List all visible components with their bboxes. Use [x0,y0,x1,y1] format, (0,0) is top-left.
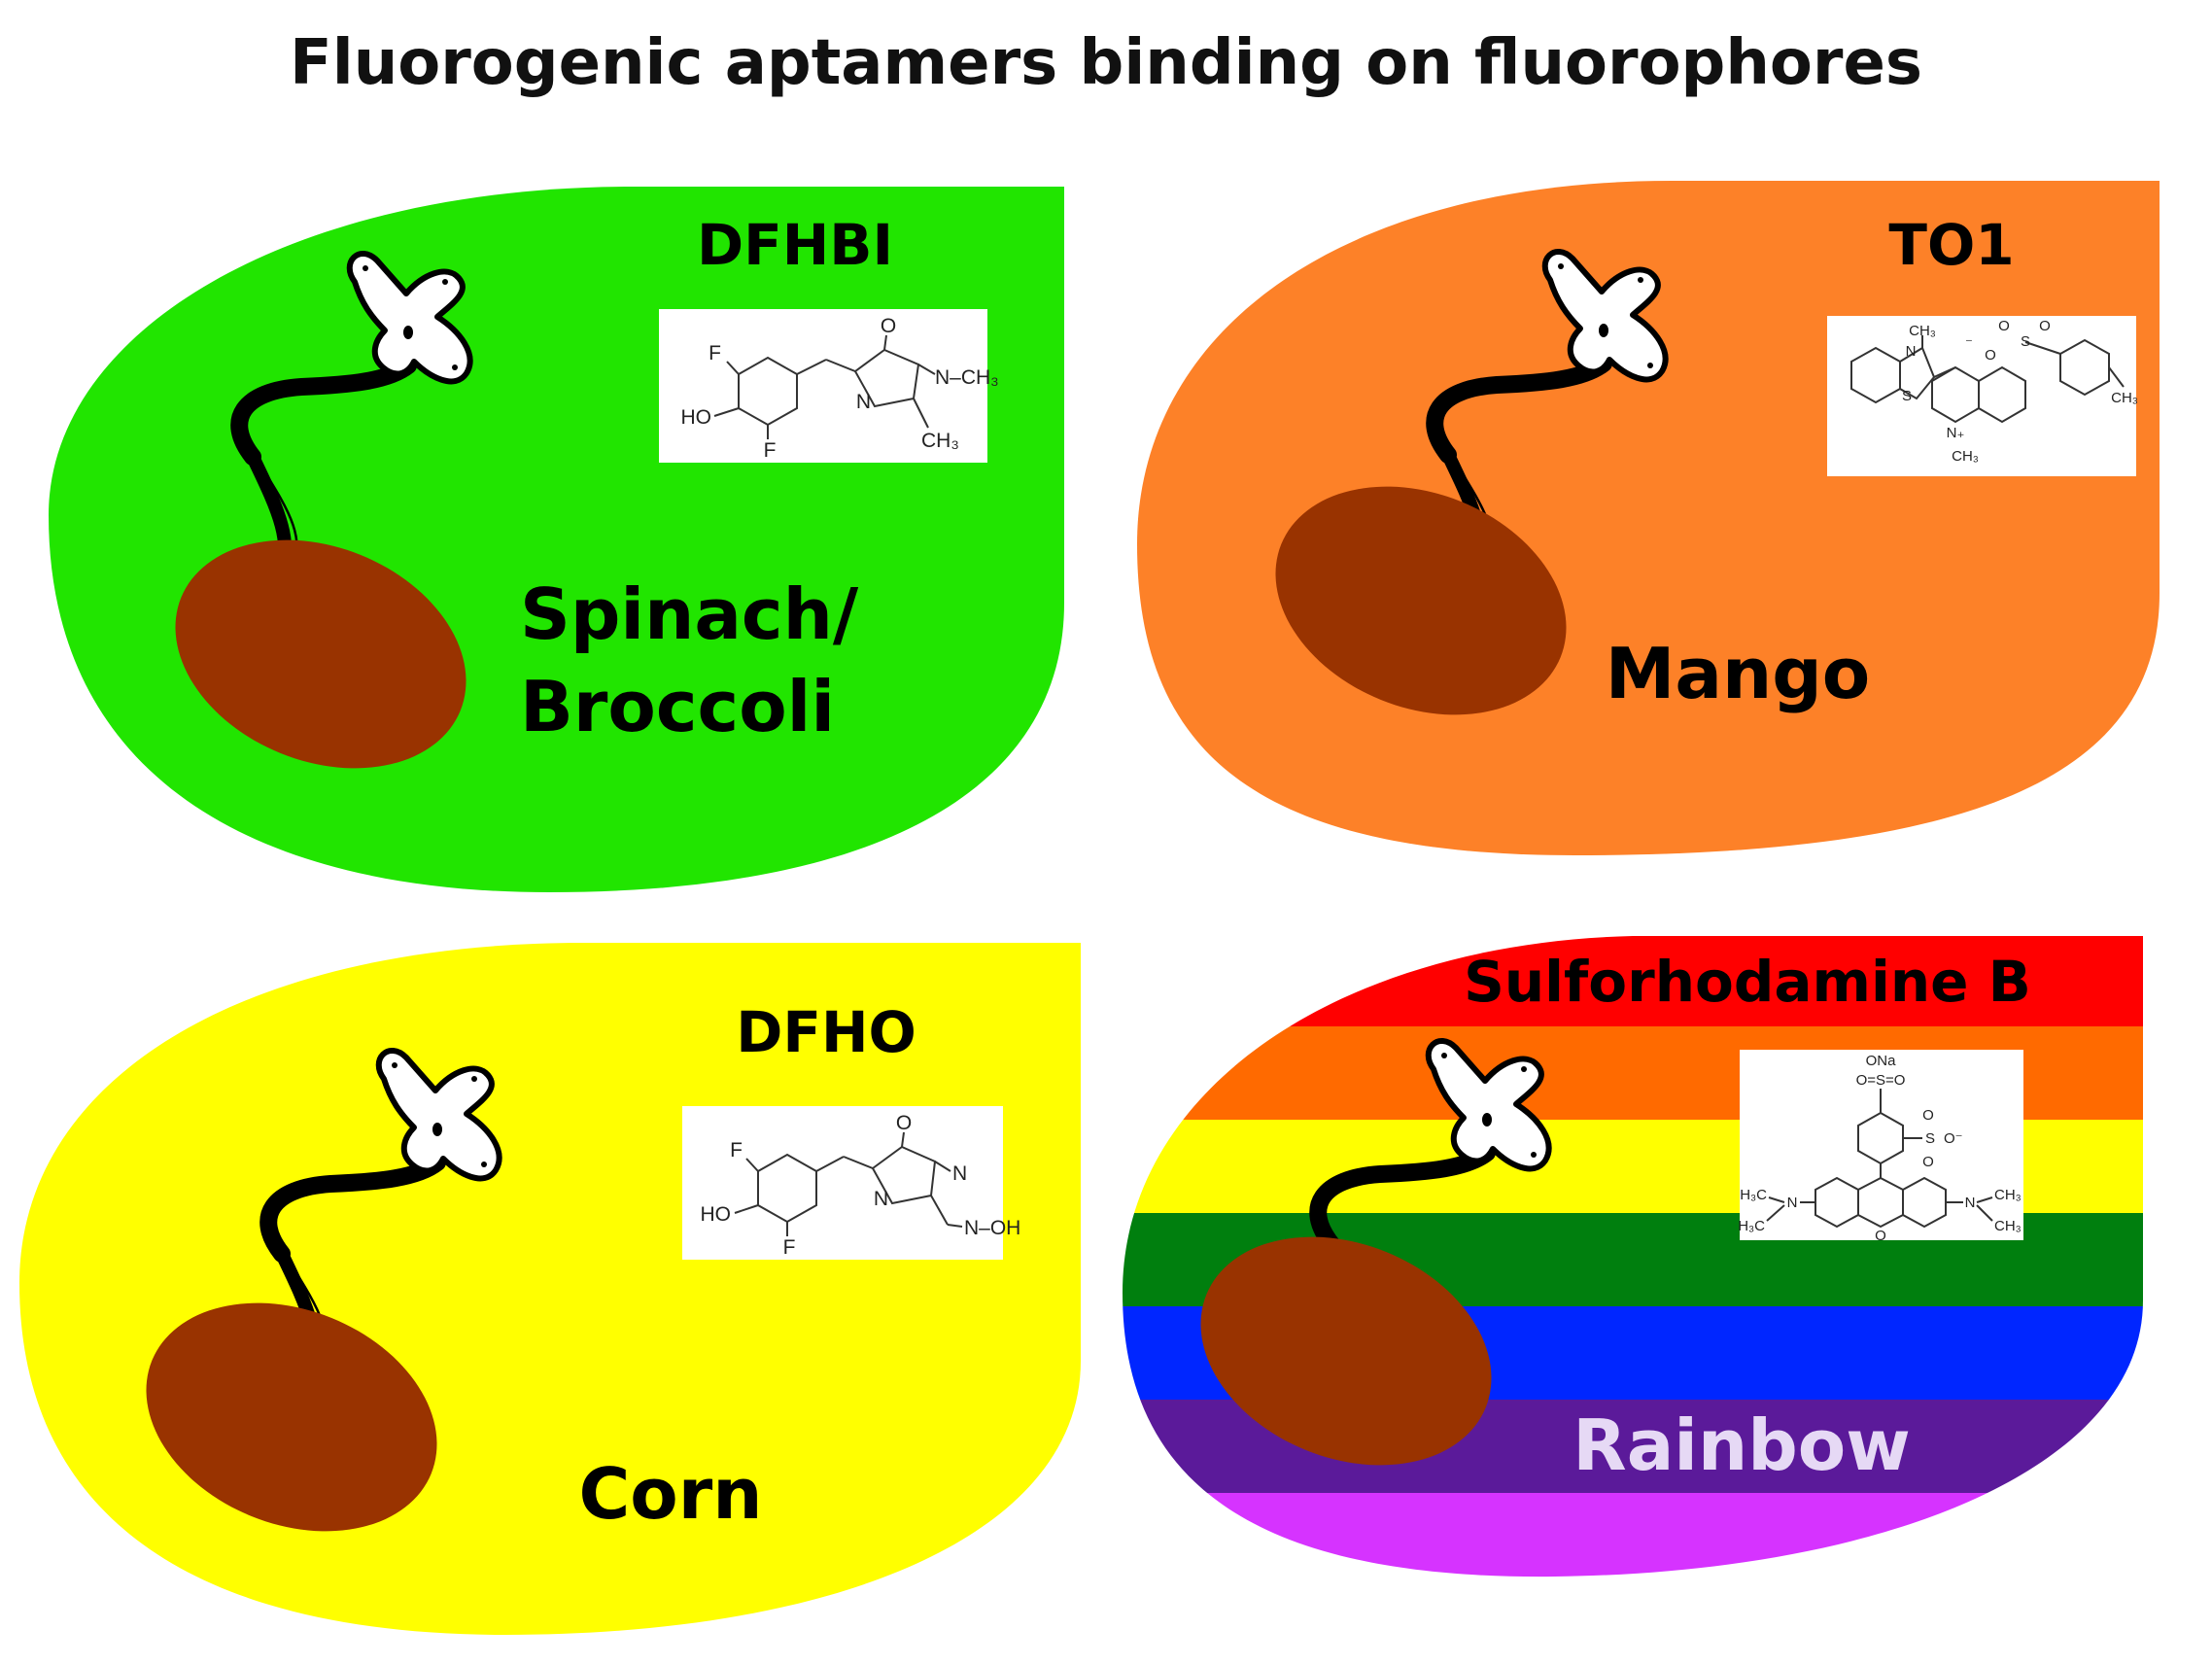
atom-label: CH₃ [2111,390,2138,406]
structure-dfhbi: F O HO N–CH₃ N F CH₃ [659,309,999,463]
panel-spinach: DFHBI F O HO N–CH₃ N F CH₃ Spinach/ Broc… [49,187,1064,892]
panel-background [19,943,1081,1635]
atom-label: O⁻ [1944,1130,1963,1147]
aptamer-name: Broccoli [520,666,835,747]
atom-label: H₃C [1740,1187,1767,1203]
bean-icon [146,1302,437,1532]
atom-label: F [783,1236,796,1259]
panel-corn: DFHO F O HO N N F N–OH Corn [19,943,1081,1635]
aptamer-name: Mango [1606,633,1871,714]
atom-label: N [1787,1195,1798,1211]
stripe-violet [1123,1493,2143,1577]
atom-label: O [1875,1228,1886,1244]
panel-background [1123,936,2143,1577]
fluorophore-label: Sulforhodamine B [1464,949,2031,1015]
structure-sulforhodamine-b: ONa O=S=O O S O⁻ O O N N H₃C H₃C CH₃ CH₃ [1738,1050,2023,1244]
atom-label: F [709,342,721,364]
fluorophore-label: TO1 [1888,212,2014,278]
atom-label: H₃C [1738,1218,1765,1234]
bean-icon [1200,1236,1492,1466]
atom-label: N [1965,1195,1976,1211]
structure-dfho: F O HO N N F N–OH [682,1106,1020,1260]
atom-label: O [2039,318,2051,334]
atom-label: S [2021,333,2030,350]
bean-icon [175,539,467,769]
atom-label: CH₃ [1952,448,1979,465]
atom-label: O [1922,1154,1934,1170]
atom-label: ⁻ [1965,335,1973,352]
atom-label: O [1922,1107,1934,1124]
figure-title: Fluorogenic aptamers binding on fluoroph… [290,27,1922,99]
atom-label: F [764,439,777,462]
atom-label: N [1906,343,1917,360]
atom-label: N [856,391,871,413]
aptamer-name: Spinach/ [520,573,859,655]
atom-label: F [730,1139,743,1161]
panel-mango: TO1 CH₃ N S ⁻ O S O O CH₃ N₊ CH₃ Mango [1137,181,2160,855]
atom-label: O [1998,318,2010,334]
structure-to1: CH₃ N S ⁻ O S O O CH₃ N₊ CH₃ [1827,316,2138,476]
atom-label: CH₃ [921,430,959,452]
atom-label: CH₃ [1994,1218,2022,1234]
atom-label: N [874,1188,888,1210]
atom-label: CH₃ [1994,1187,2022,1203]
atom-label: O=S=O [1856,1072,1906,1089]
atom-label: CH₃ [1909,323,1936,339]
atom-label: O [881,315,896,337]
panel-background [49,187,1064,892]
panel-rainbow: Sulforhodamine B ONa O=S=O O S O⁻ O O N … [1123,936,2143,1577]
atom-label: N–CH₃ [935,366,999,389]
fluorophore-label: DFHO [736,999,916,1065]
atom-label: N–OH [964,1217,1020,1239]
fluorophore-label: DFHBI [697,212,893,278]
atom-label: O [896,1112,912,1134]
atom-label: S [1925,1130,1935,1147]
atom-label: N [952,1162,967,1185]
aptamer-name: Rainbow [1573,1404,1910,1486]
atom-label: HO [701,1203,732,1226]
aptamer-name: Corn [578,1453,762,1535]
atom-label: ONa [1866,1053,1897,1069]
atom-label: N₊ [1947,425,1965,441]
atom-label: HO [681,406,712,429]
bean-icon [1275,486,1567,715]
atom-label: O [1985,347,1996,364]
atom-label: S [1902,388,1912,404]
